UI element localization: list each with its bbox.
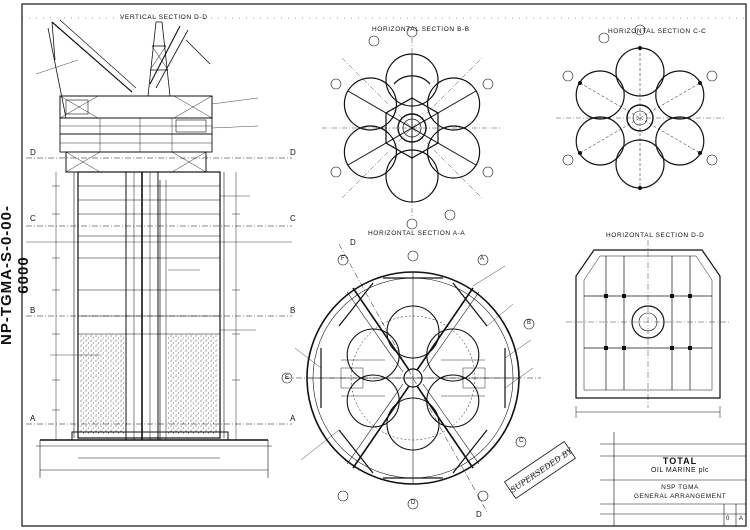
marker-d-top-aa: D <box>350 238 357 247</box>
title-section-aa: HORIZONTAL SECTION A-A <box>368 230 466 237</box>
horizontal-section-dd <box>566 240 730 418</box>
drawing-number: NP-TGMA-S-0-00-6000 <box>0 205 32 346</box>
grid-letter-a: A <box>480 256 485 262</box>
marker-d-right: D <box>290 148 297 157</box>
marker-d-left: D <box>30 148 37 157</box>
grid-letter-f: F <box>341 256 345 262</box>
marker-b-left: B <box>30 306 36 315</box>
title-block: TOTAL OIL MARINE plc NSP TGMA GENERAL AR… <box>600 432 746 526</box>
vertical-section-dd <box>26 19 292 478</box>
company-name: TOTAL <box>662 456 698 466</box>
marker-a-left: A <box>30 414 36 423</box>
revision: A <box>739 516 744 522</box>
marker-d-bottom-aa: D <box>476 510 483 519</box>
grid-letter-b: B <box>527 320 532 326</box>
drawing-title-line-2: GENERAL ARRANGEMENT <box>633 493 727 500</box>
sheet-border <box>21 3 747 527</box>
horizontal-section-aa <box>281 243 541 513</box>
marker-c-right: C <box>290 214 297 223</box>
grid-letter-c: C <box>519 438 524 444</box>
horizontal-section-cc <box>556 24 724 190</box>
drawing-title-line-1: NSP TGMA <box>661 484 699 491</box>
sheet-number: 0 <box>726 516 730 522</box>
marker-b-right: B <box>290 306 296 315</box>
grid-letter-d: D <box>411 500 416 506</box>
marker-c-left: C <box>30 214 37 223</box>
title-section-bb: HORIZONTAL SECTION B-B <box>372 26 470 33</box>
title-block-lines <box>600 432 746 526</box>
marker-a-right: A <box>290 414 296 423</box>
title-section-dd: HORIZONTAL SECTION D-D <box>606 232 705 239</box>
title-vertical-section: VERTICAL SECTION D-D <box>120 14 208 21</box>
superseded-stamp <box>504 441 576 499</box>
grid-letter-e: E <box>285 375 290 381</box>
company-subtitle: OIL MARINE plc <box>650 467 710 474</box>
horizontal-section-bb <box>322 26 502 230</box>
title-section-cc: HORIZONTAL SECTION C-C <box>608 28 707 35</box>
